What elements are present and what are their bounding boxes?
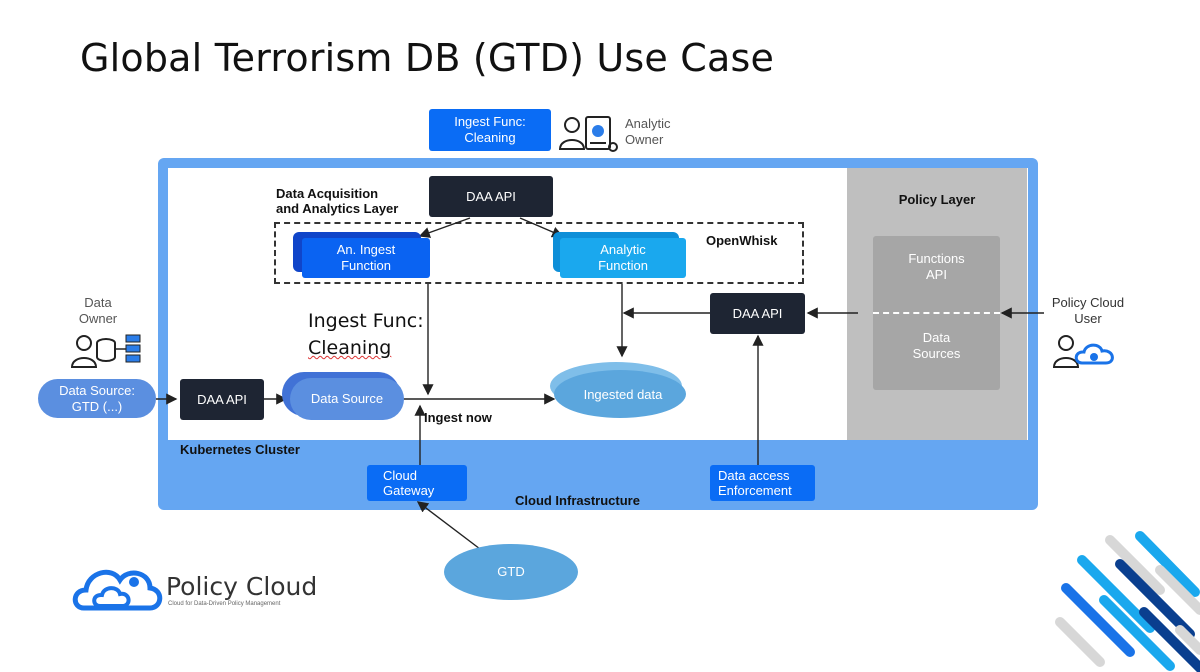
policy-cloud-logo-text: Policy Cloud bbox=[166, 572, 318, 601]
analytic-owner-label: Analytic Owner bbox=[625, 116, 671, 147]
data-access-enforcement: Data access Enforcement bbox=[710, 465, 815, 501]
an-ingest-function: An. Ingest Function bbox=[302, 238, 430, 278]
daa-api-top-label: DAA API bbox=[466, 189, 516, 204]
daa-api-top: DAA API bbox=[429, 176, 553, 217]
daa-layer-label: Data Acquisition and Analytics Layer bbox=[276, 186, 399, 216]
policy-cloud-user-label: Policy Cloud User bbox=[1051, 295, 1125, 326]
data-sources-label: Data Sources bbox=[912, 330, 961, 361]
data-source-gtd: Data Source: GTD (...) bbox=[38, 379, 156, 418]
policy-cloud-logo-icon bbox=[72, 569, 163, 611]
analytic-function-label: Analytic Function bbox=[598, 242, 648, 273]
ingest-func-cleaning-top: Ingest Func: Cleaning bbox=[429, 109, 551, 151]
analytic-function: Analytic Function bbox=[560, 238, 686, 278]
cloud-gateway-label: Cloud Gateway bbox=[383, 468, 435, 498]
gtd-label: GTD bbox=[497, 564, 525, 579]
an-ingest-label: An. Ingest Function bbox=[336, 242, 396, 273]
arrow-daa-to-an-ingest bbox=[418, 217, 471, 238]
arrow-gtd-to-gateway bbox=[416, 501, 485, 553]
data-access-label: Data access Enforcement bbox=[718, 468, 792, 498]
policy-cloud-user-icon bbox=[1052, 335, 1114, 368]
policy-divider bbox=[873, 312, 1000, 314]
data-owner-label: Data Owner bbox=[78, 295, 118, 326]
data-owner-icon bbox=[70, 334, 141, 368]
ingested-data-db bbox=[550, 362, 686, 418]
functions-api-label: Functions API bbox=[908, 251, 965, 282]
daa-api-left-label: DAA API bbox=[197, 392, 247, 407]
kubernetes-cluster-label: Kubernetes Cluster bbox=[180, 442, 300, 457]
daa-api-left: DAA API bbox=[180, 379, 264, 420]
decorative-stripes bbox=[1055, 531, 1200, 672]
openwhisk-region bbox=[274, 222, 804, 284]
data-source-node: Data Source bbox=[290, 378, 404, 420]
data-source-gtd-label: Data Source: GTD (...) bbox=[59, 383, 135, 414]
ingest-note-line2: Cleaning bbox=[308, 337, 392, 359]
gtd-node bbox=[444, 544, 578, 600]
daa-api-right: DAA API bbox=[710, 293, 805, 334]
ingest-now-label: Ingest now bbox=[424, 410, 492, 425]
ingested-data-label: Ingested data bbox=[583, 387, 663, 402]
data-source-label: Data Source bbox=[310, 391, 384, 406]
ingest-note-line1: Ingest Func: bbox=[308, 310, 424, 332]
page-title: Global Terrorism DB (GTD) Use Case bbox=[80, 36, 775, 80]
daa-api-right-label: DAA API bbox=[732, 306, 783, 321]
cloud-gateway: Cloud Gateway bbox=[367, 465, 467, 501]
policy-cloud-tagline: Cloud for Data-Driven Policy Management bbox=[168, 601, 281, 607]
openwhisk-label: OpenWhisk bbox=[706, 233, 778, 248]
analytic-owner-icon bbox=[558, 116, 618, 152]
ingest-func-top-label: Ingest Func: Cleaning bbox=[454, 114, 526, 145]
cloud-infrastructure-label: Cloud Infrastructure bbox=[515, 493, 640, 508]
policy-layer-label: Policy Layer bbox=[898, 192, 976, 207]
